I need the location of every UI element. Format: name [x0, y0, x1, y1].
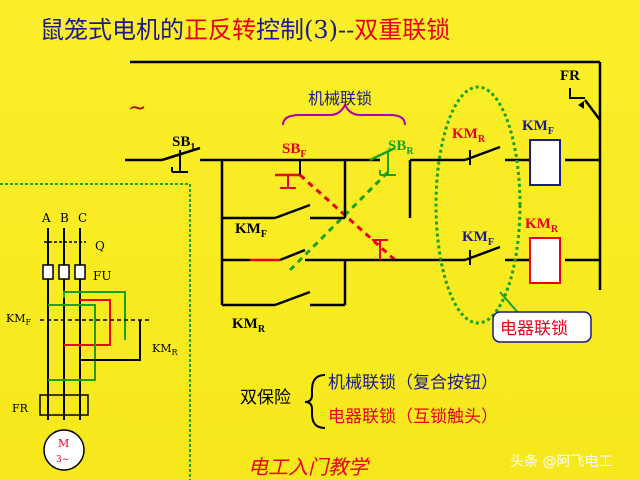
- electrical-interlock-box: [492, 311, 592, 343]
- title-part2: 正反转: [184, 16, 256, 44]
- kmr-coil-label: KMR: [525, 216, 559, 235]
- phase-a-label: A: [41, 211, 51, 225]
- title-part1: 鼠笼式电机的: [40, 16, 184, 44]
- electrical-interlock-ellipse: [434, 85, 522, 325]
- left-kmf-label: KMF: [6, 312, 31, 327]
- motor-m-label: M: [58, 437, 69, 450]
- mechanical-brace: [282, 102, 406, 126]
- title-part3: 控制(3)--: [256, 16, 354, 44]
- left-branch: [220, 160, 275, 307]
- kmr-coil: [529, 237, 561, 284]
- footer-label: 电工入门教学: [248, 455, 370, 479]
- kmf-coil-label: KMF: [522, 118, 554, 137]
- double-protect-brace: [304, 374, 326, 429]
- tilde-symbol: ~: [128, 96, 146, 121]
- green-dash-link: [288, 168, 392, 272]
- sb1-button: [161, 146, 201, 173]
- main-circuit: [0, 183, 191, 480]
- q-label: Q: [95, 239, 105, 253]
- sb1-label: SB1: [172, 134, 195, 153]
- motor-circle: [43, 429, 85, 471]
- kmr-hold-contact: [274, 260, 347, 307]
- sbf-label: SBF: [282, 141, 306, 160]
- phase-b-label: B: [60, 211, 69, 225]
- kmf-hold-label: KMF: [235, 221, 267, 240]
- fr-label: FR: [560, 68, 580, 84]
- electrical-interlock-label: 电器联锁: [500, 319, 568, 339]
- protect-line2: 电器联锁（互锁触头）: [328, 407, 498, 427]
- protect-line1: 机械联锁（复合按钮）: [328, 373, 498, 393]
- kmr-hold-label: KMR: [232, 316, 266, 335]
- callout-line: [499, 291, 521, 316]
- fr-contact: [569, 88, 602, 290]
- top-line: [130, 60, 602, 120]
- kmr-contact-label: KMR: [452, 126, 486, 145]
- reverse-row: [250, 239, 465, 262]
- kmf-contact-label: KMF: [462, 229, 494, 248]
- fu-label: FU: [93, 269, 111, 283]
- kmf-coil: [529, 139, 561, 186]
- sbf-button: [275, 158, 301, 189]
- sbr-button: [369, 146, 396, 176]
- phase-c-label: C: [78, 211, 87, 225]
- left-kmr-label: KMR: [152, 342, 178, 357]
- motor-3-label: 3~: [56, 455, 69, 465]
- kmr-interlock-contact: [464, 145, 501, 165]
- title-part4: 双重联锁: [354, 16, 450, 44]
- watermark-label: 头条 @阿飞电工: [510, 453, 612, 470]
- sbr-label: SBR: [388, 138, 414, 157]
- kmf-hold-contact: [274, 203, 345, 220]
- left-fr-label: FR: [12, 402, 29, 415]
- double-protect-label: 双保险: [240, 388, 291, 408]
- mechanical-interlock-label: 机械联锁: [308, 89, 372, 108]
- slide-title: 鼠笼式电机的正反转控制(3)--双重联锁: [40, 16, 450, 44]
- kmf-interlock-contact: [464, 245, 600, 265]
